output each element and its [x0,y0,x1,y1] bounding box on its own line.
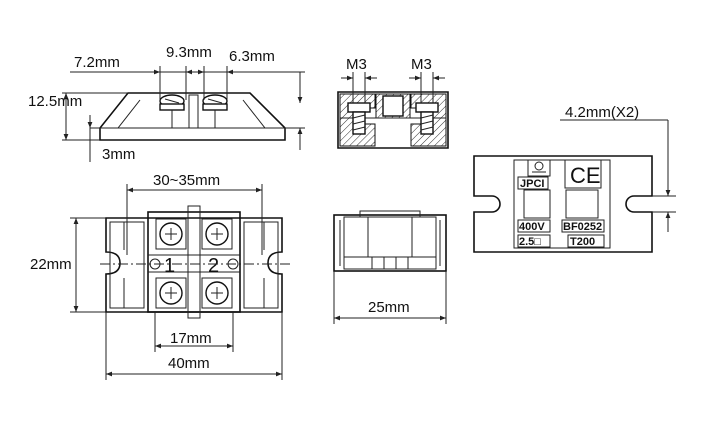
terminal-number-2: 2 [208,255,219,277]
brand-logo-icon [527,159,551,177]
marking-temp: T200 [570,236,595,248]
bottom-view: JPCI CE 400V BF0252 2.5□ T200 4.2mm(X2) [473,104,676,253]
top-view: 1 2 30~35mm 22mm 17mm 40mm [30,172,290,380]
side-screw-right [202,94,228,128]
dim-9-3: 9.3mm [166,44,212,61]
dim-40mm: 40mm [168,355,210,372]
marking-voltage: 400V [519,221,545,233]
marking-size: 2.5□ [519,236,541,248]
terminal-screw-1-top [155,218,187,250]
marking-ce: CE [570,163,601,188]
terminal-screw-2-bottom [201,277,233,309]
dim-30-35: 30~35mm [153,172,220,189]
dim-4-2-x2: 4.2mm(X2) [565,104,639,121]
marking-brand: JPCI [520,178,544,190]
dim-6-3: 6.3mm [229,48,275,65]
dim-3mm: 3mm [102,146,135,163]
dim-7-2: 7.2mm [74,54,120,71]
terminal-screw-1-bottom [155,277,187,309]
section-view: M3 M3 [337,56,449,149]
front-view: 25mm [333,210,447,324]
dim-22mm: 22mm [30,256,72,273]
dim-m3-right: M3 [411,56,432,73]
terminal-number-1: 1 [164,255,175,277]
dim-m3-left: M3 [346,56,367,73]
dim-12-5: 12.5mm [28,93,82,110]
side-view: 7.2mm 9.3mm 6.3mm 12.5mm 3mm [28,44,305,163]
marking-model: BF0252 [563,221,602,233]
section-screw-left [347,102,371,135]
section-screw-right [415,102,439,135]
dim-17mm: 17mm [170,330,212,347]
dim-25mm: 25mm [368,299,410,316]
side-screw-left [159,94,185,128]
terminal-screw-2-top [201,218,233,250]
